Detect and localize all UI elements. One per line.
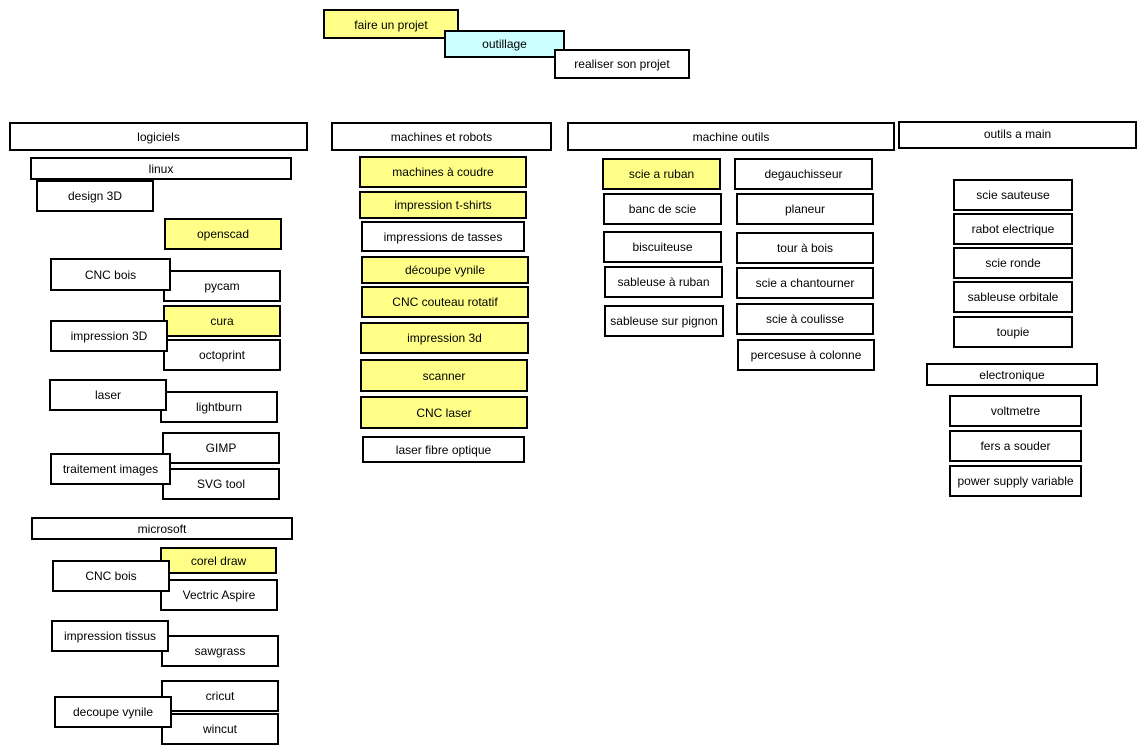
openscad-node: openscad (164, 218, 282, 250)
machine-item: CNC couteau rotatif (361, 286, 529, 318)
traitement-images-node: traitement images (50, 453, 171, 485)
machine-item: impression t-shirts (359, 191, 527, 219)
svg-tool-node: SVG tool (162, 468, 280, 500)
impression-3d-linux-node: impression 3D (50, 320, 168, 352)
machine-item: laser fibre optique (362, 436, 525, 463)
machine-item: CNC laser (360, 396, 528, 429)
logiciels-header: logiciels (9, 122, 308, 151)
design-3d-node: design 3D (36, 180, 154, 212)
machine-outils-header: machine outils (567, 122, 895, 151)
machine-item: machines à coudre (359, 156, 527, 188)
machine-outil-item: scie à coulisse (736, 303, 874, 335)
decoupe-vynile-node: decoupe vynile (54, 696, 172, 728)
electronique-item: power supply variable (949, 465, 1082, 497)
electronique-item: voltmetre (949, 395, 1082, 427)
cnc-bois-microsoft-node: CNC bois (52, 560, 170, 592)
machines-robots-header: machines et robots (331, 122, 552, 151)
lightburn-node: lightburn (160, 391, 278, 423)
linux-header: linux (30, 157, 292, 180)
corel-draw-node: corel draw (160, 547, 277, 574)
machine-outil-item: percesuse à colonne (737, 339, 875, 371)
laser-node: laser (49, 379, 167, 411)
faire-un-projet-node: faire un projet (323, 9, 459, 39)
pycam-node: pycam (163, 270, 281, 302)
octoprint-node: octoprint (163, 339, 281, 371)
sawgrass-node: sawgrass (161, 635, 279, 667)
machine-outil-item: scie a chantourner (736, 267, 874, 299)
machine-outil-item: planeur (736, 193, 874, 225)
outil-main-item: scie ronde (953, 247, 1073, 279)
outil-main-item: toupie (953, 316, 1073, 348)
outillage-node: outillage (444, 30, 565, 58)
machine-item: découpe vynile (361, 256, 529, 284)
machine-item: impressions de tasses (361, 221, 525, 252)
machine-outil-item: banc de scie (603, 193, 722, 225)
microsoft-header: microsoft (31, 517, 293, 540)
electronique-header: electronique (926, 363, 1098, 386)
impression-tissus-node: impression tissus (51, 620, 169, 652)
machine-outil-item: biscuiteuse (603, 231, 722, 263)
outil-main-item: rabot electrique (953, 213, 1073, 245)
machine-item: scanner (360, 359, 528, 392)
vectric-aspire-node: Vectric Aspire (160, 579, 278, 611)
wincut-node: wincut (161, 713, 279, 745)
cricut-node: cricut (161, 680, 279, 712)
machine-outil-item: sableuse sur pignon (604, 305, 724, 337)
machine-outil-item: sableuse à ruban (604, 266, 723, 298)
machine-item: impression 3d (360, 322, 529, 354)
outil-main-item: sableuse orbitale (953, 281, 1073, 313)
cura-node: cura (163, 305, 281, 337)
electronique-item: fers a souder (949, 430, 1082, 462)
outil-main-item: scie sauteuse (953, 179, 1073, 211)
realiser-son-projet-node: realiser son projet (554, 49, 690, 79)
machine-outil-item: degauchisseur (734, 158, 873, 190)
machine-outil-item: scie a ruban (602, 158, 721, 190)
gimp-node: GIMP (162, 432, 280, 464)
machine-outil-item: tour à bois (736, 232, 874, 264)
cnc-bois-linux-node: CNC bois (50, 258, 171, 291)
outils-main-header: outils a main (898, 121, 1137, 149)
